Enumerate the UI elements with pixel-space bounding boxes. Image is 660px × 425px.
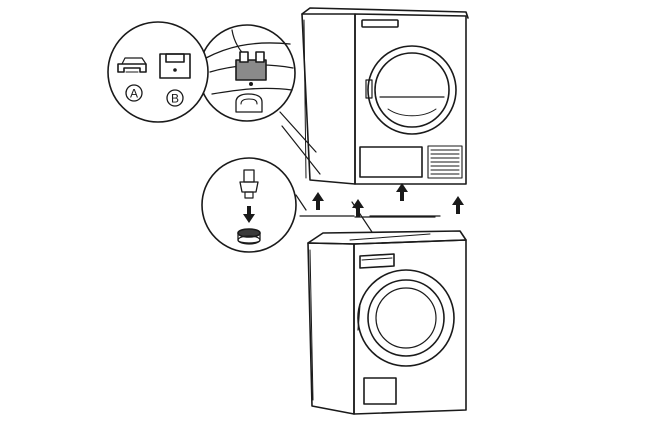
part-a [117, 57, 147, 73]
rubber-stop [237, 228, 261, 245]
washing-machine [307, 216, 467, 415]
arrow-up-icon [396, 183, 408, 201]
part-b [159, 53, 191, 79]
adjustable-foot [239, 169, 259, 199]
mounting-bracket [235, 51, 267, 86]
parts-detail-callout: A B [107, 21, 209, 123]
bracket-detail-callout [198, 24, 296, 122]
tumble-dryer [301, 7, 469, 185]
vent-grille [427, 145, 463, 179]
arrow-up-icon [352, 199, 364, 217]
part-b-label: B [171, 92, 179, 106]
guide-lines [279, 111, 441, 233]
arrow-up-icon [312, 192, 324, 210]
arrow-up-icon [452, 196, 464, 214]
arrow-down-icon [243, 206, 255, 223]
foot-detail-callout [201, 157, 297, 253]
part-a-label: A [130, 87, 138, 101]
